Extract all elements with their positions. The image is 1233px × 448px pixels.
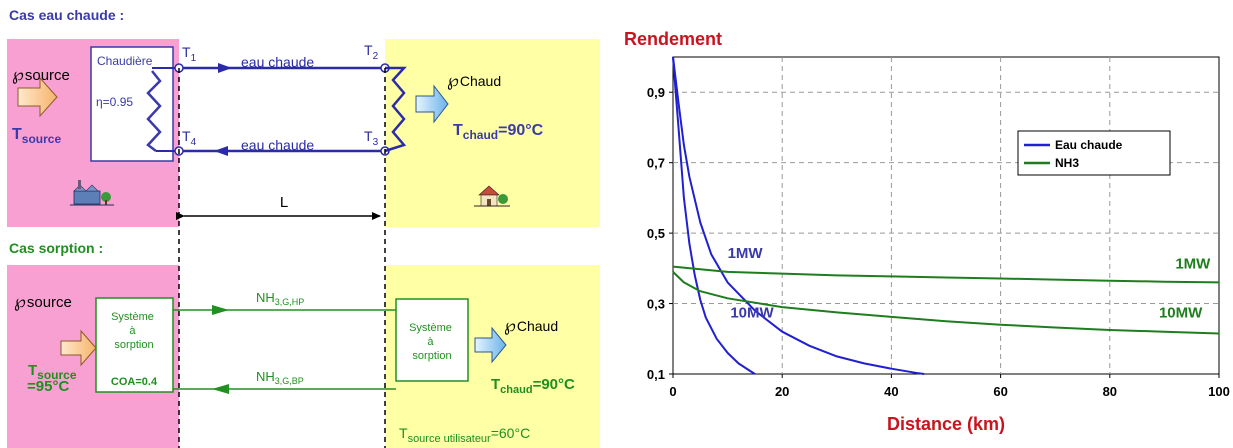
nh3-hp-arrow [212,305,229,315]
series-annotations: 1MW 10MW 1MW 10MW [728,245,1212,322]
y-tick-label: 0,7 [647,156,665,171]
series-line-eau-chaude-1mw [672,56,925,375]
x-tick-label: 100 [1208,384,1230,399]
legend-box [1017,130,1171,176]
efficiency-chart: Rendement 0,1 0,3 0,5 0,7 0,9 0 20 40 60 80 100 1… [624,29,1230,434]
t1-label: T1 [182,44,197,64]
series-line-eau-chaude-10mw [672,56,756,375]
distance-label: L [280,194,288,211]
p-source-label-top: ℘source [12,65,70,84]
source-heat-arrow-top [17,76,58,118]
legend: Eau chaude NH3 [1017,130,1171,176]
factory-icon [70,180,114,206]
p-source-label-bottom: ℘source [14,292,72,311]
boiler-efficiency: η=0.95 [96,95,133,109]
t2-label: T2 [364,42,379,62]
annotation-label: 10MW [730,305,774,322]
x-tick-label: 60 [993,384,1007,399]
user-heat-arrow-bottom [474,326,507,364]
t-source-label-bottom: Tsource [28,362,77,382]
p-chaud-label-bottom: ℘Chaud [504,316,558,335]
x-axis-ticks: 0 20 40 60 80 100 [669,374,1230,399]
y-tick-label: 0,1 [647,367,665,382]
house-icon [474,185,510,207]
t-source-label-top: Tsource [12,126,61,146]
x-tick-label: 20 [775,384,789,399]
t3-label: T3 [364,128,379,148]
hot-water-supply-arrow [218,63,232,73]
coa-label: COA=0.4 [111,376,158,388]
annotation-label: 1MW [1175,255,1211,272]
t-source-value-bottom: =95°C [27,378,69,395]
x-tick-label: 40 [884,384,898,399]
user-heat-arrow-top [415,84,449,124]
y-tick-label: 0,9 [647,85,665,100]
chart-title: Rendement [624,29,722,49]
section-title-hot-water: Cas eau chaude : [9,7,124,23]
series-line-nh3-1mw [672,265,1220,284]
sorption-system-user-label: Système à sorption [409,322,455,362]
user-source-temperature: Tsource utilisateur=60°C [399,425,530,445]
sorption-system-source-label: Système à sorption [111,311,157,351]
series-line-nh3-10mw [672,271,1220,335]
boiler-label: Chaudière [97,54,153,68]
t-chaud-label-bottom: Tchaud=90°C [491,376,575,396]
legend-label-nh3: NH3 [1055,156,1079,170]
source-heat-arrow-bottom [60,329,97,367]
section-title-sorption: Cas sorption : [9,240,103,256]
plot-area [672,56,1220,375]
sorption-system-user [395,298,469,382]
x-tick-label: 0 [669,384,676,399]
heat-transport-diagram: Cas eau chaude : Cas sorption : ℘source … [7,7,600,448]
annotation-label: 1MW [728,245,764,262]
boiler-coil [146,70,162,152]
t4-label: T4 [182,128,197,148]
x-tick-label: 80 [1103,384,1117,399]
nh3-bp-arrow [212,384,229,394]
y-tick-label: 0,5 [647,226,665,241]
sorption-system-source [95,297,174,393]
pipe-label-supply: eau chaude [241,54,314,70]
nh3-bp-label: NH3,G,BP [256,369,304,386]
t-chaud-label-top: Tchaud=90°C [453,122,544,142]
hot-water-return-arrow [214,146,228,156]
p-chaud-label-top: ℘Chaud [447,71,501,90]
x-axis-label: Distance (km) [887,414,1005,434]
consumer-coil [384,66,407,153]
series-lines [672,56,1220,375]
annotation-label: 10MW [1159,305,1203,322]
y-axis-ticks: 0,1 0,3 0,5 0,7 0,9 [647,85,673,382]
legend-label-eau-chaude: Eau chaude [1055,138,1123,152]
pipe-label-return: eau chaude [241,137,314,153]
nh3-hp-label: NH3,G,HP [256,290,304,307]
y-tick-label: 0,3 [647,297,665,312]
